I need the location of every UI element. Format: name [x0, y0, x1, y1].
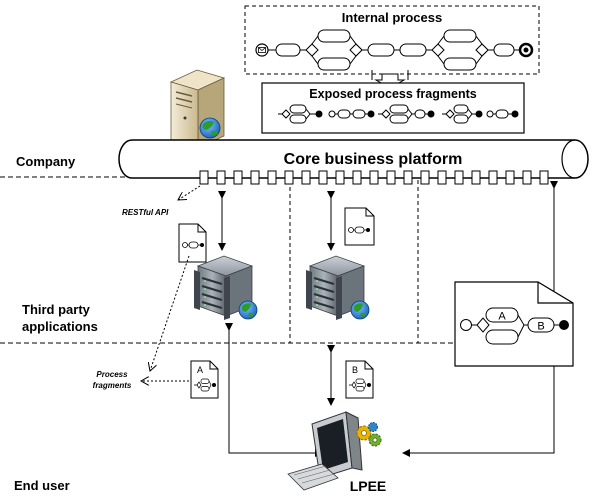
composed-process-document: A B — [454, 281, 574, 367]
api-port — [199, 170, 209, 185]
exposed-fragments-box: Exposed process fragments — [261, 82, 525, 134]
api-port — [386, 170, 396, 185]
api-port — [488, 170, 498, 185]
api-port — [454, 170, 464, 185]
internal-process-box: Internal process — [244, 5, 540, 75]
restful-api-pointer — [178, 185, 201, 200]
api-port — [267, 170, 277, 185]
api-port — [522, 170, 532, 185]
document-icon-a: A — [190, 360, 219, 399]
envelope-icon — [255, 43, 269, 57]
lpee-label: LPEE — [350, 478, 387, 494]
document-icon — [178, 223, 207, 263]
big-doc-b-label: B — [537, 321, 544, 333]
api-port — [318, 170, 328, 185]
api-port — [233, 170, 243, 185]
api-port — [420, 170, 430, 185]
doc-b-label: B — [352, 365, 358, 375]
api-port — [437, 170, 447, 185]
document-icon-b: B — [345, 360, 374, 399]
gear-icon — [356, 422, 382, 447]
api-port — [216, 170, 226, 185]
api-ports — [199, 170, 549, 185]
zone-label-end-user: End user — [14, 478, 70, 493]
process-fragments-pointer — [150, 255, 190, 371]
rack-server-icon — [306, 255, 370, 320]
globe-icon — [199, 117, 221, 139]
api-port — [539, 170, 549, 185]
process-fragments-label: fragments — [93, 381, 132, 390]
zone-label-applications: applications — [22, 319, 98, 334]
globe-icon — [350, 300, 370, 320]
api-port — [369, 170, 379, 185]
doc-a-label: A — [197, 365, 203, 375]
platform-client-arrow — [402, 181, 558, 457]
internal-process-title: Internal process — [342, 10, 442, 25]
app-client-arrow — [225, 323, 323, 457]
restful-api-label: RESTful API — [122, 208, 169, 217]
api-port — [335, 170, 345, 185]
zone-label-company: Company — [16, 154, 76, 169]
process-fragments-label: Process — [96, 370, 128, 379]
big-doc-a-label: A — [498, 311, 506, 323]
zone-label-third-party: Third party — [22, 302, 91, 317]
api-port — [352, 170, 362, 185]
rack-server-icon — [194, 255, 258, 320]
platform-title: Core business platform — [284, 151, 463, 168]
api-port — [505, 170, 515, 185]
api-port — [301, 170, 311, 185]
core-business-platform: Core business platform — [118, 139, 589, 179]
api-port — [250, 170, 260, 185]
api-port — [284, 170, 294, 185]
document-icon — [344, 207, 375, 246]
globe-icon — [238, 300, 258, 320]
api-port — [403, 170, 413, 185]
api-port — [471, 170, 481, 185]
computer-icon — [287, 411, 363, 491]
exposed-fragments-title: Exposed process fragments — [309, 87, 476, 101]
